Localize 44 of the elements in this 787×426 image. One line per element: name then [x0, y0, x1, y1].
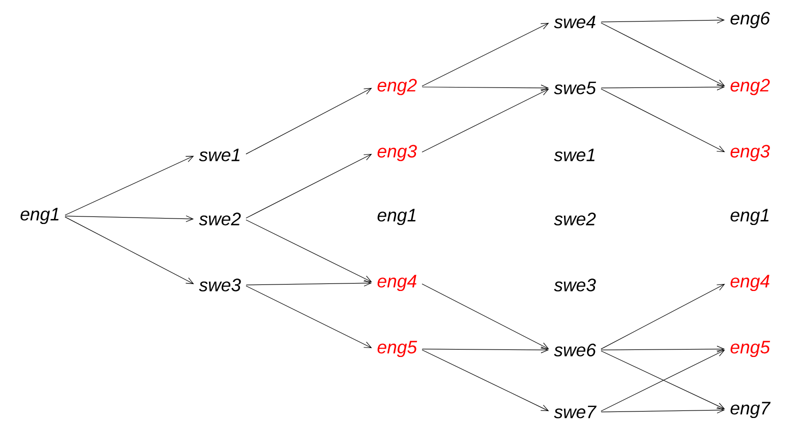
node-label: eng6 [730, 12, 770, 28]
arrow [422, 284, 550, 350]
arrow [600, 16, 725, 24]
arrow [600, 284, 726, 350]
arrow [246, 220, 372, 282]
node-label: eng1 [378, 208, 416, 226]
node-label: eng1 [20, 208, 58, 224]
arrow [64, 216, 194, 284]
node-label: swe2 [554, 212, 596, 226]
node-label: swe1 [199, 148, 240, 162]
arrow [246, 154, 372, 218]
node-label: eng4 [730, 274, 770, 292]
arrow [422, 350, 549, 412]
arrow [422, 84, 549, 92]
node-label: swe2 [199, 212, 241, 226]
node-label: swe1 [554, 148, 594, 162]
node-label: eng5 [378, 340, 418, 358]
arrow [246, 88, 372, 154]
arrow [422, 346, 549, 354]
arrow [600, 22, 725, 86]
node-label: eng2 [378, 78, 417, 96]
node-label: eng3 [730, 144, 770, 162]
node-label: swe3 [199, 278, 241, 292]
arrow [422, 88, 549, 152]
node-label: eng4 [378, 274, 416, 292]
node-label: eng7 [730, 402, 771, 418]
arrow [246, 286, 372, 348]
arrow [600, 346, 725, 352]
node-label: eng3 [378, 144, 417, 162]
node-label: swe3 [554, 278, 596, 292]
arrow [600, 406, 725, 414]
node-label: eng1 [730, 208, 768, 226]
arrow [600, 84, 725, 90]
arrow [64, 215, 194, 222]
node-label: swe6 [554, 344, 596, 356]
node-label: eng5 [730, 340, 770, 358]
node-label: swe7 [554, 406, 597, 418]
arrow [246, 280, 372, 286]
arrow [422, 22, 549, 86]
node-label: swe5 [554, 82, 596, 94]
arrow [64, 156, 194, 216]
node-label: eng2 [730, 78, 770, 96]
arrow [600, 88, 725, 152]
node-label: swe4 [554, 16, 596, 28]
